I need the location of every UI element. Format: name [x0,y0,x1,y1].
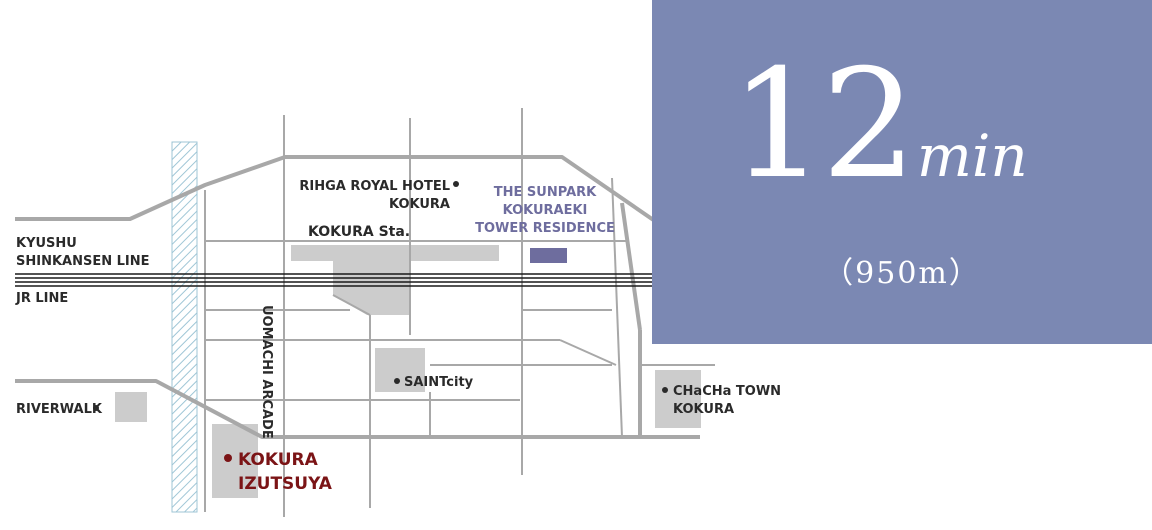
road-south-arterial [15,379,700,439]
building-blocks [115,245,701,498]
travel-time: 12min [730,50,1028,200]
station-main [333,255,410,315]
riverwalk-label: RIVERWALK [16,402,103,417]
riverwalk-block [115,392,147,422]
kyushu-line-label-2: SHINKANSEN LINE [16,254,150,269]
rihga-label: RIHGA ROYAL HOTEL [299,179,450,194]
distance-text: （950m） [823,256,981,291]
travel-time-badge: 12min （950m） [652,0,1152,344]
residence-label-2: KOKURAEKI [503,203,588,218]
izutsuya-block [212,424,258,498]
travel-time-unit: min [916,122,1028,190]
kokura-station-label: KOKURA Sta. [308,224,410,240]
izutsuya-marker [224,454,232,462]
saintcity-label: SAINTcity [404,375,474,390]
rail-lines [15,273,710,287]
chacha-label: CHaCHa TOWN [673,384,781,399]
road-network [15,108,715,517]
uomachi-arcade-label: UOMACHI ARCADE [259,305,274,439]
chacha-label-2: KOKURA [673,402,734,417]
saintcity-marker [394,378,400,384]
jr-line-label: JR LINE [15,291,68,306]
residence-label: THE SUNPARK [494,185,597,200]
izutsuya-label-2: IZUTSUYA [238,474,333,494]
chacha-block [655,370,701,428]
residence-label-3: TOWER RESIDENCE [475,221,615,236]
poi-markers [93,181,668,411]
residence-building [530,248,567,263]
travel-time-number: 12 [730,38,917,212]
kyushu-line-label: KYUSHU [16,236,77,251]
riverwalk-marker [93,405,99,411]
izutsuya-label: KOKURA [238,450,319,470]
road-east-ring [620,202,642,331]
rihga-marker [453,181,459,187]
saintcity-block [375,348,425,392]
rihga-label-2: KOKURA [389,197,450,212]
chacha-marker [662,387,668,393]
